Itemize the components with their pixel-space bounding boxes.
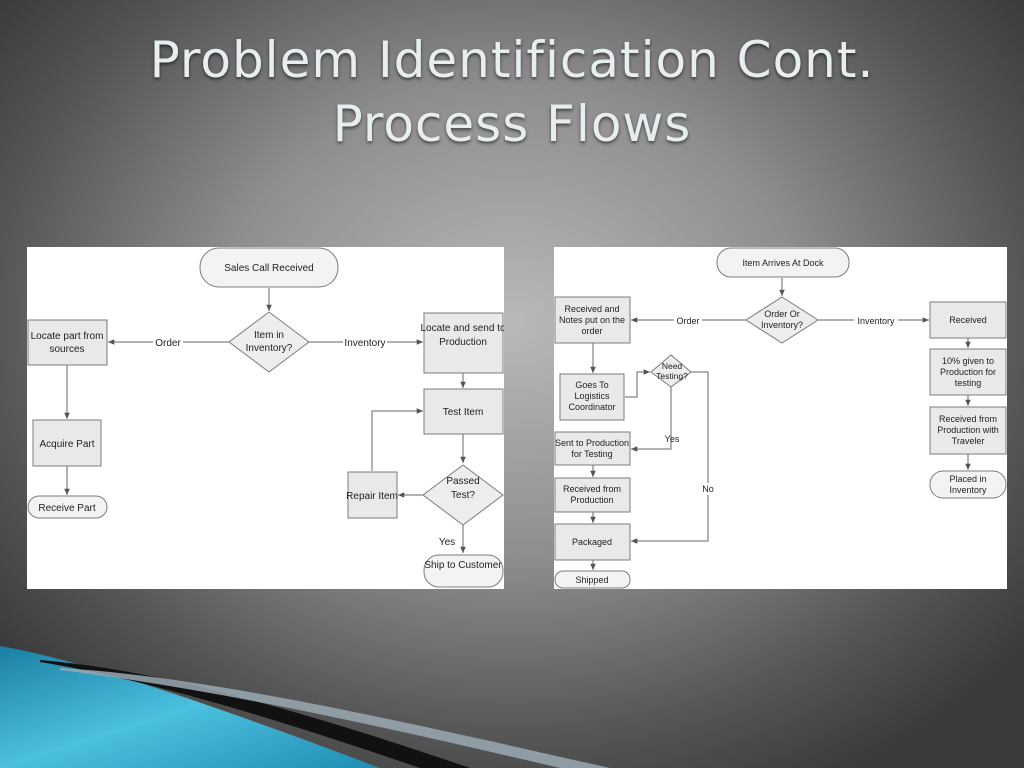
node-label: Item Arrives At Dock <box>742 258 824 268</box>
node-label: Notes put on the <box>559 315 625 325</box>
node-received-from-production: Received from Production <box>554 477 631 513</box>
node-label: Production for <box>940 367 996 377</box>
edge-label-yes: Yes <box>665 434 680 444</box>
node-label: Order Or <box>764 309 800 319</box>
node-label: Coordinator <box>568 402 615 412</box>
node-label: Receive Part <box>38 503 95 514</box>
node-label: sources <box>49 344 84 355</box>
node-locate-and-send: Locate and send to Production <box>420 312 504 374</box>
node-label: Locate and send to <box>420 323 504 334</box>
edge-label-inventory: Inventory <box>344 338 385 349</box>
node-placed-in-inventory: Placed in Inventory <box>929 470 1007 499</box>
decision-need-testing: Need Testing? <box>650 354 692 388</box>
flowchart-sales-process: Order Inventory Yes Sales Call Received … <box>27 247 504 589</box>
edge <box>631 385 672 452</box>
node-label: Ship to Customer <box>424 560 502 571</box>
node-packaged: Packaged <box>554 523 631 561</box>
node-label: Received from <box>939 414 997 424</box>
node-label: Locate part from <box>31 331 104 342</box>
node-acquire-part: Acquire Part <box>32 419 102 467</box>
node-label: Production <box>439 337 487 348</box>
node-label: Received and <box>564 304 619 314</box>
node-label: Sales Call Received <box>224 263 314 274</box>
node-label: Test Item <box>443 407 484 418</box>
node-label: Logistics <box>574 391 610 401</box>
edge-label-no: No <box>702 484 714 494</box>
swoosh-teal <box>0 646 380 768</box>
node-label: Production <box>570 495 613 505</box>
node-label: Sent to Production <box>555 438 629 448</box>
flowchart-receiving-process: Order Inventory Yes No Item Arrives At D… <box>554 247 1007 589</box>
edge-label-yes: Yes <box>439 537 455 548</box>
node-repair-item: Repair Item <box>346 471 398 519</box>
node-label: Packaged <box>572 537 612 547</box>
slide-title: Problem Identification Cont. Process Flo… <box>0 28 1024 156</box>
node-shipped: Shipped <box>554 570 631 589</box>
edge <box>631 371 709 544</box>
node-label: Test? <box>451 490 475 501</box>
decision-order-or-inventory: Order Or Inventory? <box>745 296 819 344</box>
node-received-and-notes: Received and Notes put on the order <box>554 296 631 344</box>
decision-item-in-inventory: Item in Inventory? <box>228 311 310 373</box>
node-locate-part: Locate part from sources <box>27 319 108 366</box>
node-label: Shipped <box>575 575 608 585</box>
node-received-with-traveler: Received from Production with Traveler <box>929 406 1007 455</box>
node-label: Received <box>949 315 987 325</box>
node-label: testing <box>955 378 982 388</box>
slide-title-line1: Problem Identification Cont. <box>149 31 875 89</box>
node-label: Inventory? <box>761 320 803 330</box>
node-label: 10% given to <box>942 356 994 366</box>
flowchart-right-canvas: Order Inventory Yes No Item Arrives At D… <box>554 247 1007 589</box>
node-label: Item in <box>254 330 284 341</box>
swoosh-dark <box>40 660 470 768</box>
node-label: Traveler <box>952 436 985 446</box>
node-label: Placed in <box>949 474 986 484</box>
node-sent-to-production: Sent to Production for Testing <box>554 431 631 466</box>
edge-label-order: Order <box>676 316 699 326</box>
node-label: Passed <box>446 476 479 487</box>
node-label: Goes To <box>575 380 608 390</box>
node-label: Repair Item <box>346 491 398 502</box>
node-goes-to-logistics: Goes To Logistics Coordinator <box>559 373 625 421</box>
node-ten-percent-to-production: 10% given to Production for testing <box>929 348 1007 396</box>
node-label: for Testing <box>571 449 612 459</box>
edge-label-inventory: Inventory <box>857 316 895 326</box>
flowchart-left-canvas: Order Inventory Yes Sales Call Received … <box>27 247 504 588</box>
node-received: Received <box>929 301 1007 339</box>
node-label: Inventory? <box>246 343 293 354</box>
node-ship-to-customer: Ship to Customer <box>423 554 504 588</box>
node-label: Testing? <box>656 371 688 381</box>
edge-label-order: Order <box>155 338 181 349</box>
node-label: Need <box>662 361 683 371</box>
node-label: Acquire Part <box>39 439 94 450</box>
node-label: Production with <box>937 425 999 435</box>
node-receive-part: Receive Part <box>27 495 108 519</box>
node-label: Received from <box>563 484 621 494</box>
node-item-arrives-at-dock: Item Arrives At Dock <box>716 247 850 278</box>
node-test-item: Test Item <box>423 388 504 435</box>
edge <box>371 408 423 471</box>
node-label: Inventory <box>949 485 987 495</box>
node-sales-call-received: Sales Call Received <box>199 247 339 288</box>
slide-title-line2: Process Flows <box>332 95 692 153</box>
decision-passed-test: Passed Test? <box>422 464 504 526</box>
swoosh-light <box>60 668 610 768</box>
edge <box>625 369 650 398</box>
node-label: order <box>581 326 602 336</box>
